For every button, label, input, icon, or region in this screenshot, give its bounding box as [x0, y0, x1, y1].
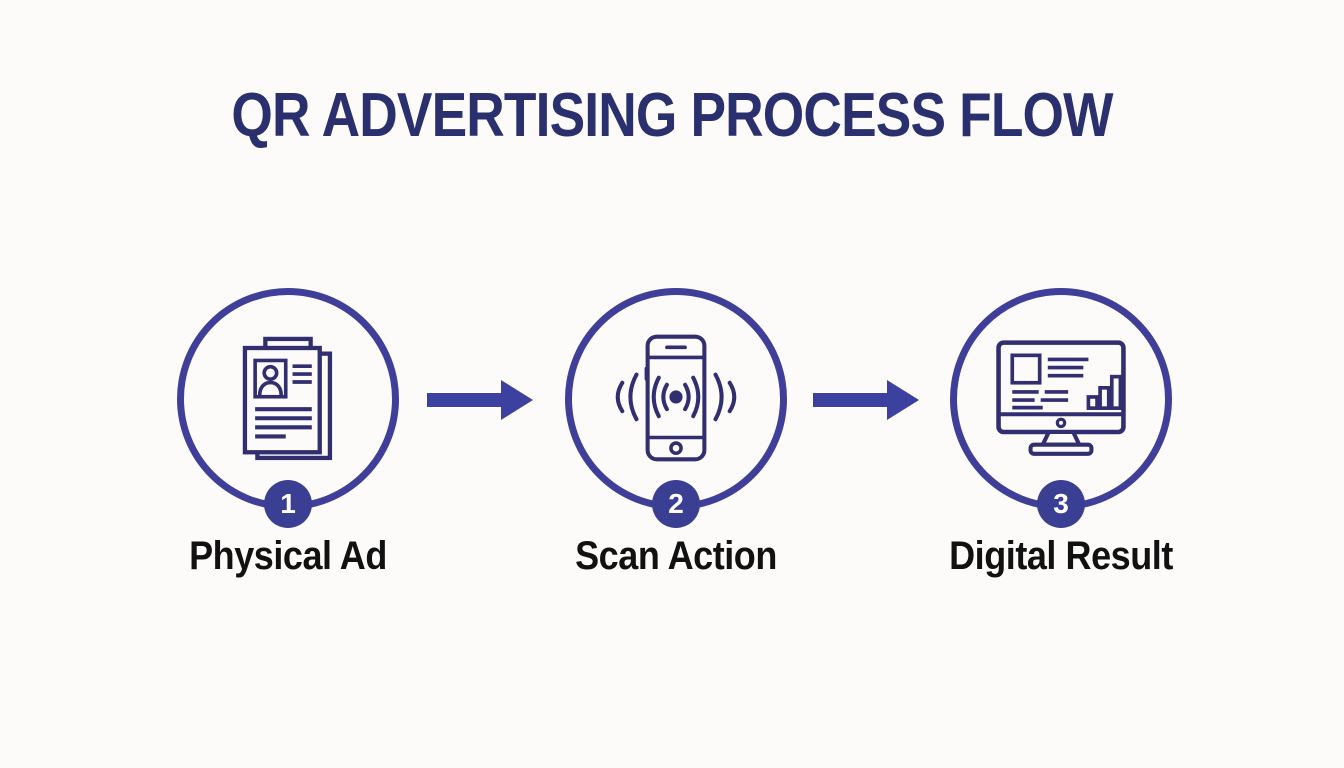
phone-scan-waves-icon	[615, 334, 737, 462]
arrow-right-icon	[813, 380, 919, 420]
step-number: 3	[1053, 488, 1069, 519]
step-number-badge: 2	[652, 480, 700, 528]
step-number-badge: 1	[264, 480, 312, 528]
arrow-right-icon	[427, 380, 533, 420]
step-circle-scan-action	[565, 288, 787, 510]
monitor-analytics-icon	[996, 340, 1126, 456]
flyer-document-icon	[242, 336, 333, 461]
step-label-physical-ad: Physical Ad	[189, 534, 387, 578]
step-circle-digital-result	[950, 288, 1172, 510]
step-label-digital-result: Digital Result	[949, 534, 1173, 578]
step-number-badge: 3	[1037, 480, 1085, 528]
page-title: QR ADVERTISING PROCESS FLOW	[231, 81, 1113, 150]
step-number: 1	[280, 488, 296, 519]
step-number: 2	[668, 488, 684, 519]
step-label-scan-action: Scan Action	[575, 534, 777, 578]
step-circle-physical-ad	[177, 288, 399, 510]
